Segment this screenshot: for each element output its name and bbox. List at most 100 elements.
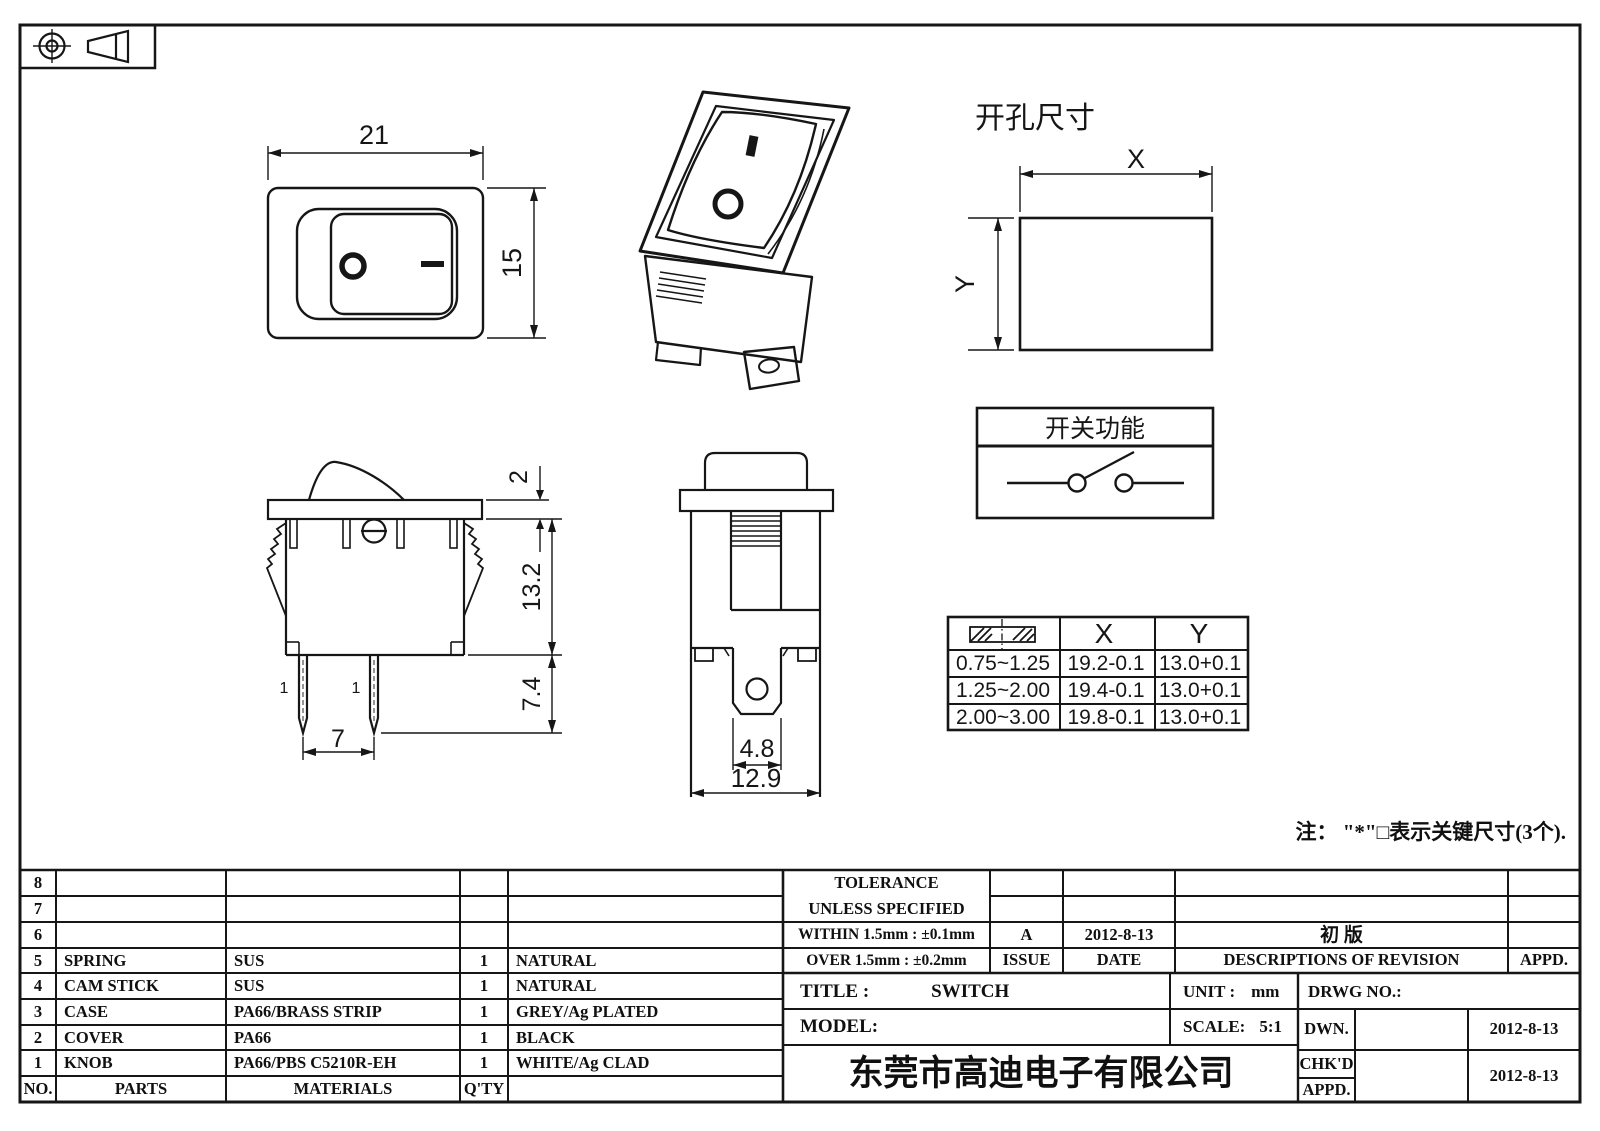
parts-row-material: SUS — [234, 950, 265, 970]
function-title: 开关功能 — [1045, 415, 1145, 443]
issue-label: ISSUE — [1002, 950, 1051, 970]
parts-row-no: 2 — [33, 1027, 43, 1047]
bottom-table-grid — [20, 868, 1580, 1102]
iso-view — [638, 90, 851, 391]
sheet-frame — [18, 23, 1582, 1104]
parts-row-name: CAM STICK — [64, 975, 159, 995]
cutout-row-y: 13.0+0.1 — [1159, 706, 1241, 729]
top-view — [266, 146, 546, 340]
dwn-label: DWN. — [1304, 1019, 1349, 1039]
chkd-label: CHK'D — [1299, 1053, 1354, 1073]
pin-number-left: 1 — [280, 680, 289, 697]
parts-row-name: COVER — [64, 1027, 124, 1047]
parts-row-no: 4 — [33, 975, 43, 995]
drwg-no-label: DRWG NO.: — [1308, 982, 1402, 1001]
parts-row-color: GREY/Ag PLATED — [516, 1001, 659, 1021]
front-view — [265, 460, 562, 760]
dim-flange: 2 — [505, 470, 533, 484]
dim-top-height: 15 — [497, 248, 527, 278]
parts-row-color: WHITE/Ag CLAD — [516, 1052, 650, 1072]
parts-row-no: 1 — [33, 1052, 43, 1072]
appd-row-label: APPD. — [1302, 1079, 1351, 1099]
cutout-row-thickness: 2.00~3.00 — [956, 706, 1050, 729]
key-dimension-note: 注： "*"□表示关键尺寸(3个). — [1295, 820, 1567, 844]
chkd-date: 2012-8-13 — [1489, 1065, 1559, 1085]
parts-row-qty: 1 — [479, 1052, 489, 1072]
date-label: DATE — [1096, 950, 1142, 970]
projection-symbol-icon — [33, 29, 130, 64]
parts-row-color: NATURAL — [516, 950, 597, 970]
parts-row-no: 3 — [33, 1001, 43, 1021]
scale-row: SCALE: 5:1 — [1183, 1009, 1282, 1044]
cutout-table-y-header: Y — [1190, 618, 1209, 649]
dim-top-width: 21 — [359, 120, 389, 150]
dwn-date: 2012-8-13 — [1489, 1019, 1559, 1039]
issue-value: A — [1020, 924, 1033, 944]
appd-column-label: APPD. — [1519, 950, 1569, 970]
company-name: 东莞市高迪电子有限公司 — [848, 1054, 1234, 1093]
tolerance-over: OVER 1.5mm : ±0.2mm — [806, 951, 967, 969]
spst-switch-symbol — [1007, 450, 1184, 493]
parts-row-color: NATURAL — [516, 975, 597, 995]
cutout-table-grid — [946, 615, 1250, 732]
pin-number-right: 1 — [352, 680, 361, 697]
parts-row-no: 7 — [33, 898, 43, 918]
cutout-row-x: 19.4-0.1 — [1067, 679, 1144, 702]
panel-thickness-icon — [969, 619, 1036, 650]
parts-row-material: PA66 — [234, 1027, 272, 1047]
dim-pin-length: 7.4 — [518, 677, 546, 712]
scale-value: 5:1 — [1259, 1017, 1283, 1036]
cutout-row-y: 13.0+0.1 — [1159, 652, 1241, 675]
cutout-row-thickness: 1.25~2.00 — [956, 679, 1050, 702]
cutout-row-y: 13.0+0.1 — [1159, 679, 1241, 702]
rocker-off-mark — [339, 252, 367, 280]
dim-body-height: 13.2 — [518, 563, 546, 612]
parts-row-qty: 1 — [479, 1001, 489, 1021]
date-value: 2012-8-13 — [1084, 924, 1154, 944]
cutout-y-label: Y — [950, 275, 980, 293]
cutout-row-x: 19.8-0.1 — [1067, 706, 1144, 729]
parts-row-qty: 1 — [479, 950, 489, 970]
revision-value: 初 版 — [1320, 924, 1363, 946]
cutout-row-x: 19.2-0.1 — [1067, 652, 1144, 675]
dim-pin-pitch: 7 — [331, 725, 345, 753]
model-label: MODEL: — [800, 1016, 879, 1037]
parts-row-name: KNOB — [64, 1052, 113, 1072]
parts-row-no: 6 — [33, 924, 43, 944]
dim-terminal-width: 4.8 — [740, 735, 775, 763]
descriptions-label: DESCRIPTIONS OF REVISION — [1223, 950, 1460, 970]
parts-row-qty: 1 — [479, 975, 489, 995]
title-value: SWITCH — [931, 981, 1010, 1002]
side-view — [678, 451, 835, 797]
parts-row-no: 8 — [33, 872, 43, 892]
parts-row-name: SPRING — [64, 950, 127, 970]
parts-header-materials: MATERIALS — [293, 1078, 393, 1098]
unit-label: UNIT : — [1183, 982, 1236, 1001]
parts-row-material: SUS — [234, 975, 265, 995]
parts-header-parts: PARTS — [114, 1078, 168, 1098]
unit-row: UNIT : mm — [1183, 974, 1279, 1009]
tolerance-title: TOLERANCE — [834, 873, 939, 893]
unit-value: mm — [1251, 982, 1280, 1001]
cutout-diagram — [968, 166, 1214, 352]
parts-header-no: NO. — [23, 1078, 53, 1098]
title-row: TITLE : SWITCH — [800, 974, 1009, 1009]
function-diagram — [975, 406, 1215, 520]
parts-row-name: CASE — [64, 1001, 109, 1021]
parts-row-material: PA66/PBS C5210R-EH — [234, 1052, 397, 1072]
cutout-table-x-header: X — [1095, 618, 1114, 649]
tolerance-within: WITHIN 1.5mm : ±0.1mm — [798, 926, 975, 944]
cutout-x-label: X — [1127, 144, 1145, 174]
cutout-row-thickness: 0.75~1.25 — [956, 652, 1050, 675]
cutout-title: 开孔尺寸 — [975, 102, 1095, 135]
scale-label: SCALE: — [1183, 1017, 1246, 1036]
tolerance-subtitle: UNLESS SPECIFIED — [808, 899, 965, 919]
dim-body-width: 12.9 — [731, 763, 782, 793]
parts-row-no: 5 — [33, 950, 43, 970]
title-label: TITLE : — [800, 981, 870, 1002]
parts-row-material: PA66/BRASS STRIP — [234, 1001, 382, 1021]
parts-row-qty: 1 — [479, 1027, 489, 1047]
iso-on-mark — [745, 135, 759, 157]
